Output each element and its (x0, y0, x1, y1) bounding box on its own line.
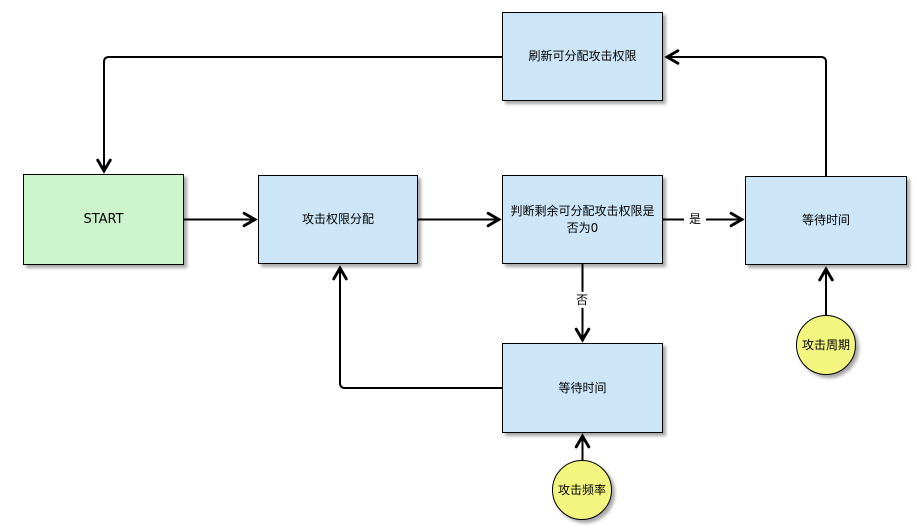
node-assign-permissions-label: 攻击权限分配 (301, 212, 374, 227)
node-start-label: START (83, 211, 124, 227)
edge-label-yes: 是 (683, 210, 707, 228)
node-refresh-permissions[interactable]: 刷新可分配攻击权限 (502, 12, 663, 101)
edge-wait-bottom-to-assign (332, 265, 502, 389)
node-wait-time-bottom[interactable]: 等待时间 (502, 343, 663, 433)
node-attack-frequency-label: 攻击频率 (557, 482, 606, 497)
node-wait-time-right[interactable]: 等待时间 (745, 176, 907, 265)
node-check-remaining-permissions-label: 判断剩余可分配攻击权限是否为0 (510, 204, 655, 235)
node-attack-cycle[interactable]: 攻击周期 (796, 315, 856, 375)
edge-wait-right-to-refresh (664, 49, 827, 176)
node-start[interactable]: START (23, 174, 184, 265)
node-attack-cycle-label: 攻击周期 (801, 337, 850, 352)
node-refresh-permissions-label: 刷新可分配攻击权限 (528, 49, 637, 64)
node-assign-permissions[interactable]: 攻击权限分配 (258, 175, 418, 264)
node-attack-frequency[interactable]: 攻击频率 (552, 460, 612, 520)
node-wait-time-right-label: 等待时间 (801, 213, 850, 228)
edge-refresh-to-start (96, 56, 502, 174)
edge-label-no: 否 (570, 291, 594, 309)
node-check-remaining-permissions[interactable]: 判断剩余可分配攻击权限是否为0 (502, 175, 663, 264)
node-wait-time-bottom-label: 等待时间 (558, 380, 607, 395)
